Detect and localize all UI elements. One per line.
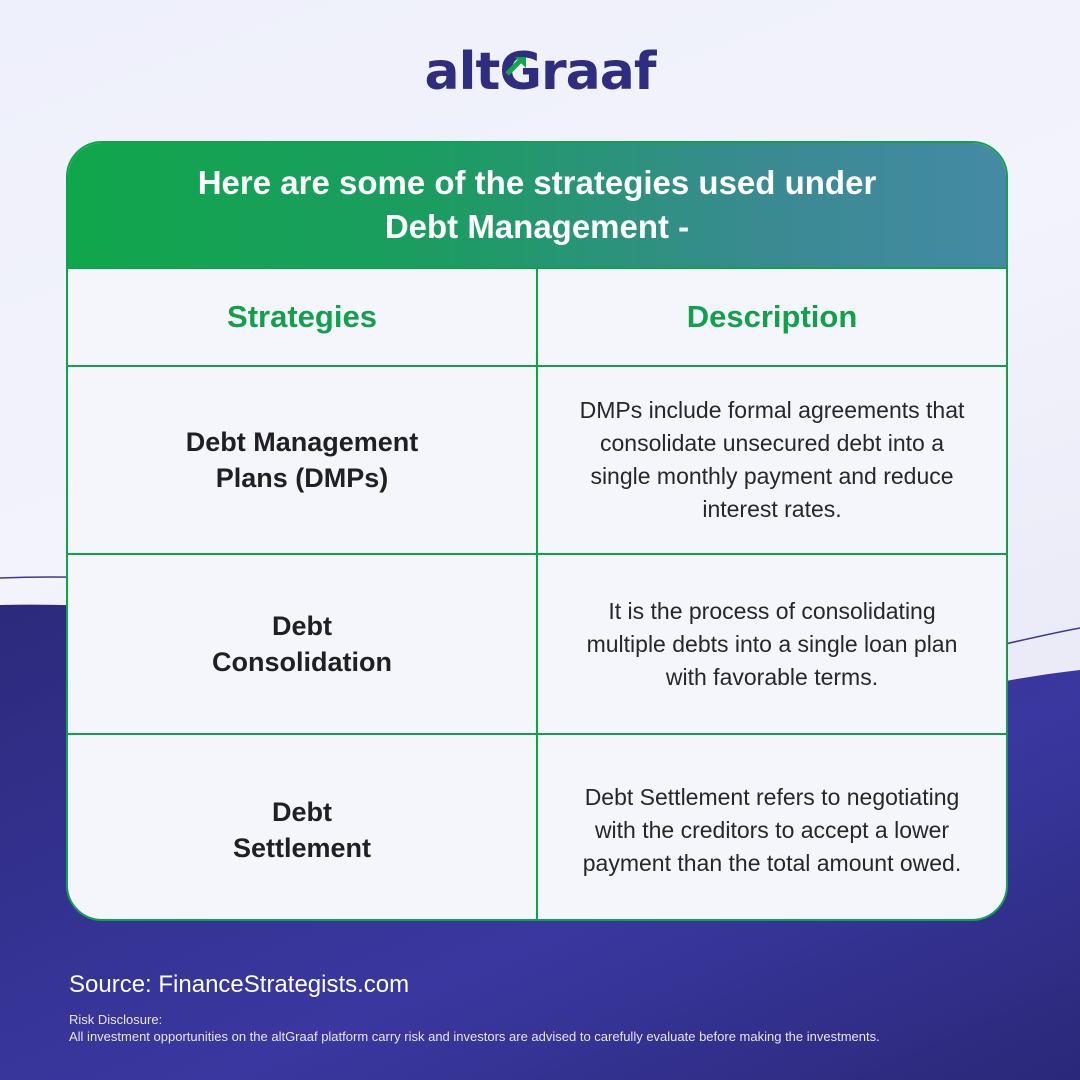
strategy-name: Debt Consolidation <box>212 611 392 677</box>
logo-text-suffix: raaf <box>541 42 656 102</box>
description-cell: Debt Settlement refers to negotiating wi… <box>537 733 1006 919</box>
table-row: Debt Consolidation It is the process of … <box>68 553 1006 734</box>
strategy-name: Debt Settlement <box>232 797 372 863</box>
risk-disclosure: Risk Disclosure: All investment opportun… <box>69 1011 880 1045</box>
card-heading-text: Here are some of the strategies used und… <box>197 164 877 245</box>
strategies-card: Here are some of the strategies used und… <box>66 141 1008 921</box>
strategy-name: Debt Management Plans (DMPs) <box>185 427 419 493</box>
strategies-table: Strategies Description Debt Management P… <box>68 267 1006 919</box>
description-cell: It is the process of consolidating multi… <box>537 553 1006 734</box>
logo-g-with-arrow: G <box>499 42 542 102</box>
risk-disclosure-title: Risk Disclosure: <box>69 1012 163 1027</box>
table-row: Debt Management Plans (DMPs) DMPs includ… <box>68 365 1006 554</box>
strategy-cell: Debt Management Plans (DMPs) <box>68 365 538 554</box>
strategy-cell: Debt Settlement <box>68 733 538 919</box>
table-header-row: Strategies Description <box>68 267 1006 366</box>
column-header-description: Description <box>537 267 1006 366</box>
card-heading: Here are some of the strategies used und… <box>68 143 1006 267</box>
column-header-strategies: Strategies <box>68 267 538 366</box>
description-cell: DMPs include formal agreements that cons… <box>537 365 1006 554</box>
table-row: Debt Settlement Debt Settlement refers t… <box>68 733 1006 919</box>
strategy-cell: Debt Consolidation <box>68 553 538 734</box>
risk-disclosure-text: All investment opportunities on the altG… <box>69 1029 880 1044</box>
source-credit: Source: FinanceStrategists.com <box>69 971 410 998</box>
logo-text-prefix: alt <box>424 42 501 102</box>
growth-arrow-icon <box>505 57 527 76</box>
